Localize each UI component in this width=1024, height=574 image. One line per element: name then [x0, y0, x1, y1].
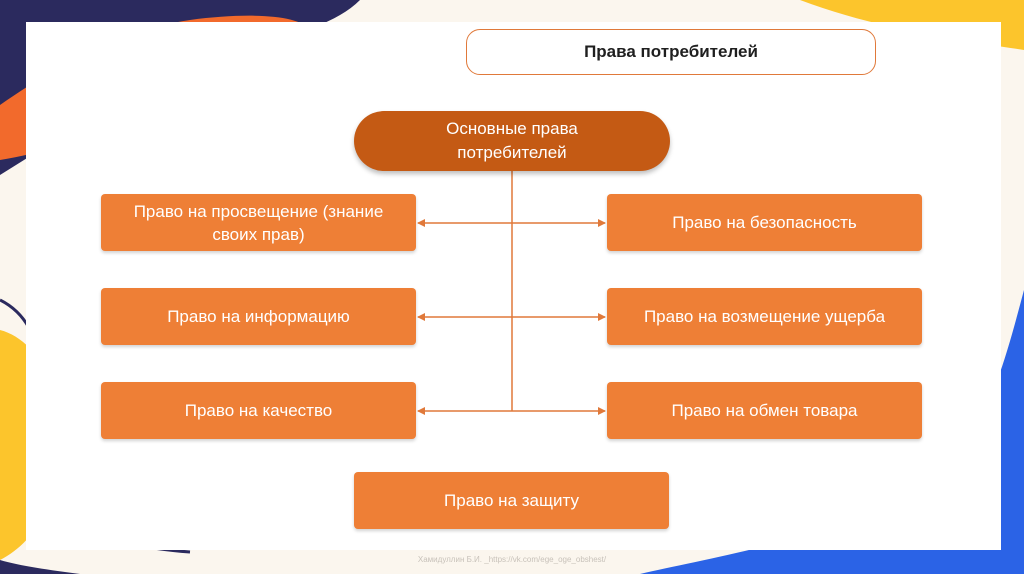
slide-card [26, 22, 1001, 550]
right-node-information: Право на информацию [101, 288, 416, 345]
footer-credit: Хамидуллин Б.И. _https://vk.com/ege_oge_… [0, 555, 1024, 564]
right-node-protection: Право на защиту [354, 472, 669, 529]
right-node-education: Право на просвещение (знание своих прав) [101, 194, 416, 251]
root-node: Основные права потребителей [354, 111, 670, 171]
right-node-exchange: Право на обмен товара [607, 382, 922, 439]
slide-title: Права потребителей [466, 29, 876, 75]
right-node-safety: Право на безопасность [607, 194, 922, 251]
right-node-compensation: Право на возмещение ущерба [607, 288, 922, 345]
right-node-quality: Право на качество [101, 382, 416, 439]
